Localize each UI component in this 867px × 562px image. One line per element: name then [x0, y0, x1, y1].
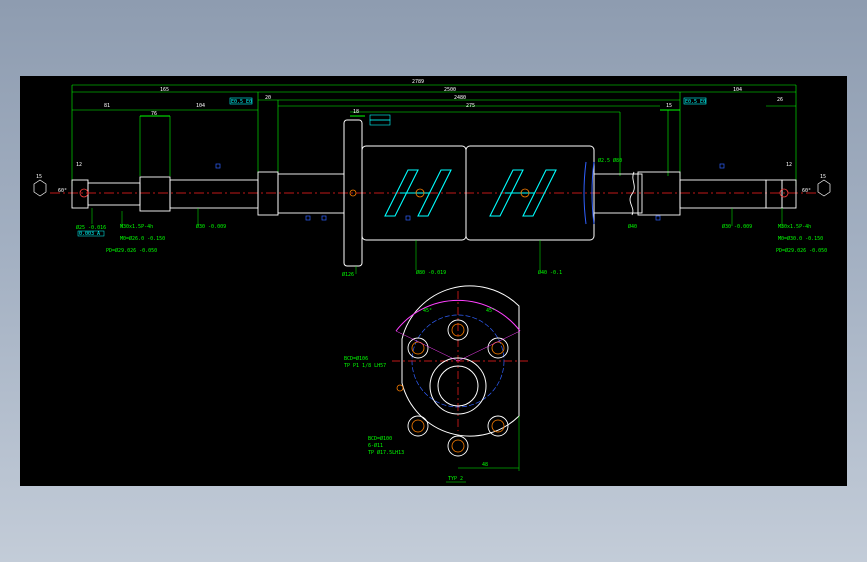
- left-thread-m: M0=Ø26.0 -0.150: [120, 235, 165, 242]
- dim-right-end: 104: [733, 87, 742, 93]
- nut-flange: [343, 119, 595, 267]
- left-center-hole: [79, 188, 89, 198]
- flange-end-view: [392, 285, 528, 471]
- left-thread-spec: M30x1.5P-4h: [120, 224, 153, 230]
- right-tolerance-tag: E0.5 E0: [683, 97, 707, 105]
- right-center-hole: [779, 188, 789, 198]
- ball-screw-drawing: 2789 165 104 2500 20 2480 275 26 81 104 …: [33, 79, 831, 483]
- dim-left-12: 12: [76, 162, 82, 168]
- datum-markers: [215, 163, 725, 221]
- flange-holes: 6-Ø11: [368, 442, 383, 449]
- flange-angle-left: 45°: [423, 308, 432, 314]
- flange-bcd-bottom: BCD=Ø100: [368, 435, 392, 442]
- right-thread-pd: PD=Ø29.026 -0.050: [776, 247, 827, 254]
- nut-ball-markers: [349, 188, 530, 198]
- svg-text:60°: 60°: [58, 188, 67, 194]
- left-hex-view: 15 60°: [33, 174, 67, 197]
- svg-text:60°: 60°: [802, 188, 811, 194]
- right-pitch-label: Ø2.5 Ø80: [598, 157, 622, 164]
- nut-runout: Ø40 -0.1: [538, 269, 562, 276]
- dim-overall: 2789: [412, 79, 424, 85]
- dim-right-15: 15: [666, 103, 672, 109]
- svg-text:E0.5 E0: E0.5 E0: [231, 99, 252, 105]
- flange-angle-right: 45°: [486, 308, 495, 314]
- nut-body-tolerance: Ø80 -0.019: [416, 269, 446, 276]
- dim-left-104: 104: [196, 103, 205, 109]
- flange-view-label: TYP 2: [448, 476, 463, 482]
- left-shaft-box: 0.003 A: [77, 230, 105, 237]
- top-dimension-ticks: [140, 109, 680, 117]
- flange-width: 48: [482, 462, 488, 468]
- flange-port-note: TP P1 1/8 LH57: [344, 363, 386, 369]
- right-shaft-dia: Ø40: [628, 223, 637, 230]
- nut-wiper: [583, 161, 595, 225]
- dim-nut-travel: 275: [466, 103, 475, 109]
- dim-left-81: 81: [104, 103, 110, 109]
- svg-text:0.003 A: 0.003 A: [79, 231, 100, 237]
- right-thread-spec: M30x1.5P-4h: [778, 224, 811, 230]
- dim-screw-length: 2500: [444, 87, 456, 93]
- right-thread-m: M0=Ø30.0 -0.150: [778, 235, 823, 242]
- dim-thread: 2480: [454, 95, 466, 101]
- dim-left-76: 76: [151, 111, 157, 117]
- nut-tolerance-tag: [369, 114, 391, 126]
- dim-right-12: 12: [786, 162, 792, 168]
- left-thread-pd: PD=Ø29.026 -0.050: [106, 247, 157, 254]
- shaft-break-line: [629, 171, 635, 216]
- right-hex-view: 15 60°: [802, 174, 831, 197]
- svg-text:15: 15: [36, 174, 42, 180]
- right-bearing-dia: Ø30 -0.009: [722, 223, 752, 230]
- left-shaft-tolerance: Ø25 -0.016: [76, 224, 106, 231]
- nut-flange-dia: Ø126: [342, 271, 354, 278]
- top-dimension-lines: [71, 84, 797, 186]
- nut-ball-circuit-left: [384, 169, 452, 217]
- dim-left-step: 20: [265, 95, 271, 101]
- nut-ball-circuit-right: [489, 169, 557, 217]
- svg-text:15: 15: [820, 174, 826, 180]
- cad-drawing-area: 2789 165 104 2500 20 2480 275 26 81 104 …: [20, 76, 847, 486]
- flange-holes-note: TP Ø17.5LH13: [368, 449, 404, 456]
- callout-leaders: [91, 208, 783, 274]
- dim-left-end: 165: [160, 87, 169, 93]
- dim-nut-18: 18: [353, 109, 359, 115]
- flange-bcd-top: BCD=Ø106: [344, 355, 368, 362]
- left-bearing-dia: Ø30 -0.009: [196, 223, 226, 230]
- dim-right-26: 26: [777, 97, 783, 103]
- screw-shaft: [71, 171, 797, 216]
- svg-text:E0.5 E0: E0.5 E0: [685, 99, 706, 105]
- left-tolerance-tag: E0.5 E0: [229, 97, 253, 105]
